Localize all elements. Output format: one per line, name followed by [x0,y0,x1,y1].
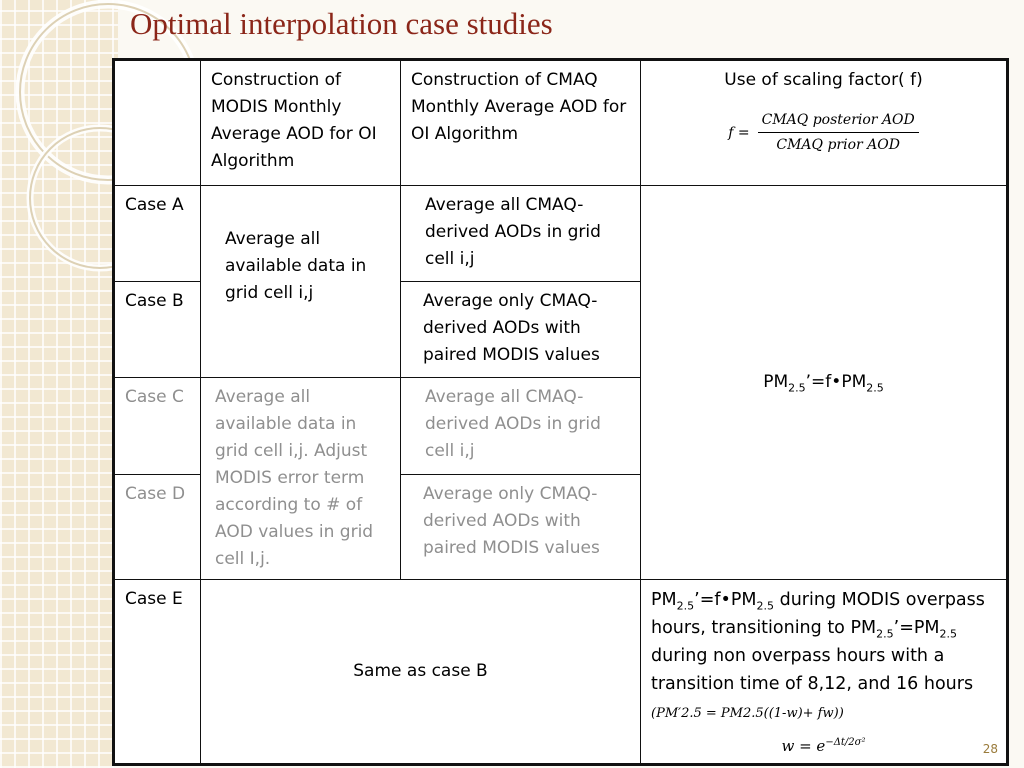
modis-cd-cell: Average all available data in grid cell … [200,377,401,580]
case-studies-table: Construction of MODIS Monthly Average AO… [112,58,1009,766]
cmaq-d-cell: Average only CMAQ-derived AODs with pair… [400,474,641,580]
formula-numerator: CMAQ posterior AOD [757,110,919,133]
case-e-description: PM2.5’=f•PM2.5 during MODIS overpass hou… [651,590,985,721]
scaling-formula: f = CMAQ posterior AOD CMAQ prior AOD [651,110,996,155]
slide-number: 28 [982,742,998,756]
table-row-case-a: Case A Average all available data in gri… [113,185,1008,580]
case-e-equation: (PM′2.5 = PM2.5((1-w)+ fw)) [651,706,844,721]
header-scaling-label: Use of scaling factor( f) [724,70,923,90]
weight-equation: w = e−Δt/2σ² [781,737,866,755]
table-row-case-d: Case D Average only CMAQ-derived AODs wi… [113,474,1008,580]
modis-ab-cell: Average all available data in grid cell … [200,185,401,378]
formula-lhs: f = [728,124,750,141]
header-modis: Construction of MODIS Monthly Average AO… [200,59,401,186]
cmaq-b-cell: Average only CMAQ-derived AODs with pair… [400,281,641,378]
case-e-same-cell: Same as case B [200,579,641,765]
header-scaling: Use of scaling factor( f) f = CMAQ poste… [640,59,1008,186]
table-row-case-e: Case E Same as case B PM2.5’=f•PM2.5 dur… [113,579,1008,765]
formula-denominator: CMAQ prior AOD [776,137,900,153]
table-row-case-b: Case B Average only CMAQ-derived AODs wi… [113,281,1008,378]
slide-title: Optimal interpolation case studies [130,6,553,41]
case-c-label: Case C [113,376,201,476]
case-d-label: Case D [113,474,201,580]
formula-fraction: CMAQ posterior AOD CMAQ prior AOD [757,110,919,155]
table-row-case-c: Case C Average all available data in gri… [113,376,1008,580]
header-empty-cell [113,59,201,186]
table-header-row: Construction of MODIS Monthly Average AO… [113,59,1008,186]
case-e-label: Case E [113,579,201,765]
scaling-pm-formula: PM2.5’=f•PM2.5 [763,372,884,395]
header-cmaq: Construction of CMAQ Monthly Average AOD… [400,59,641,186]
cmaq-c-cell: Average all CMAQ-derived AODs in grid ce… [400,376,641,476]
case-a-label: Case A [113,185,201,282]
scaling-ad-cell: PM2.5’=f•PM2.5 [640,185,1008,580]
cmaq-a-cell: Average all CMAQ-derived AODs in grid ce… [400,185,641,282]
case-b-label: Case B [113,281,201,378]
case-e-scaling-cell: PM2.5’=f•PM2.5 during MODIS overpass hou… [640,579,1008,765]
